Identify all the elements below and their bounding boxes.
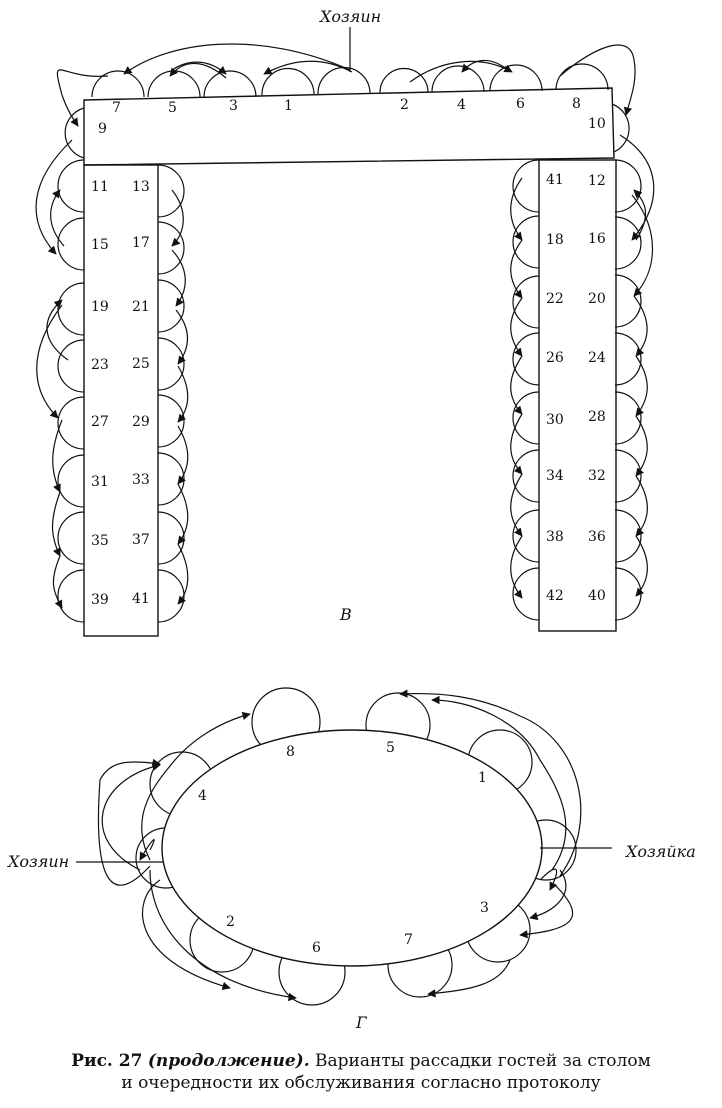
- seat-number: 31: [91, 474, 109, 490]
- seat-number: 18: [546, 232, 564, 248]
- top-seat-numbers: 7 5 3 1 2 4 6 8 9 10: [98, 96, 606, 137]
- seat-number: 23: [91, 357, 109, 373]
- seat-number: 34: [546, 468, 564, 484]
- caption-fig-number: Рис. 27: [71, 1051, 143, 1071]
- seat-number: 7: [112, 100, 121, 116]
- seat-number: 29: [132, 414, 150, 430]
- seat-number: 6: [516, 96, 525, 112]
- arrows-right-b: [510, 134, 655, 599]
- seat-number: 26: [546, 350, 564, 366]
- seat-number: 4: [457, 97, 466, 113]
- seat-number: 9: [98, 121, 107, 137]
- oval-table: [161, 729, 543, 967]
- seat-number: 24: [588, 350, 606, 366]
- seat-number: 33: [132, 472, 150, 488]
- seat-number: 40: [588, 588, 606, 604]
- table-b: [83, 87, 617, 637]
- diagram-g: Хозяин Хозяйка 8 5 1 4 3 2 6 7: [6, 687, 696, 1032]
- seat-number: 2: [226, 914, 235, 930]
- seat-number: 25: [132, 356, 150, 372]
- host-label-g: Хозяин: [6, 852, 69, 871]
- seat-number: 17: [132, 235, 150, 251]
- seat-number: 5: [386, 740, 395, 756]
- seat-number: 30: [546, 412, 564, 428]
- seat-number: 3: [480, 900, 489, 916]
- seat-number: 8: [572, 96, 581, 112]
- seat-number: 32: [588, 468, 606, 484]
- seat-number: 20: [588, 291, 606, 307]
- seat-number: 11: [91, 179, 109, 195]
- seat-number: 41: [132, 591, 150, 607]
- seat-number: 2: [400, 97, 409, 113]
- caption-line-1: Рис. 27 (продолжение). Варианты рассадки…: [0, 1050, 722, 1072]
- seat-number: 1: [478, 770, 487, 786]
- seat-number: 35: [91, 533, 109, 549]
- seat-number: 42: [546, 588, 564, 604]
- arrows-left-b: [35, 139, 189, 609]
- top-seat-circles: [64, 63, 630, 159]
- oval-seat-numbers: 8 5 1 4 3 2 6 7: [198, 740, 489, 956]
- seat-number: 27: [91, 414, 109, 430]
- host-label-b: Хозяин: [318, 7, 381, 26]
- seat-number: 12: [588, 173, 606, 189]
- right-seat-numbers: 41 12 18 16 22 20 26 24 30 28 34 32 38 3…: [546, 172, 606, 604]
- figure-caption: Рис. 27 (продолжение). Варианты рассадки…: [0, 1050, 722, 1094]
- seat-number: 22: [546, 291, 564, 307]
- seat-number: 5: [168, 100, 177, 116]
- seat-number: 16: [588, 231, 606, 247]
- seat-number: 36: [588, 529, 606, 545]
- caption-continuation: (продолжение).: [147, 1051, 310, 1071]
- right-inner-circles: [512, 159, 540, 621]
- seat-number: 1: [284, 98, 293, 114]
- panel-label-b: В: [339, 605, 352, 624]
- seat-number: 13: [132, 179, 150, 195]
- seat-number: 39: [91, 592, 109, 608]
- arrows-top-b: [56, 43, 636, 127]
- diagram-b: Хозяин: [35, 7, 655, 637]
- seat-number: 6: [312, 940, 321, 956]
- seat-number: 7: [404, 932, 413, 948]
- seat-number: 21: [132, 299, 150, 315]
- left-outer-circles: [57, 159, 85, 623]
- seat-number: 28: [588, 409, 606, 425]
- seat-number: 15: [91, 237, 109, 253]
- caption-text-2: и очередности их обслуживания согласно п…: [121, 1073, 601, 1093]
- caption-text-1: Варианты рассадки гостей за столом: [315, 1051, 651, 1071]
- arrows-g: [97, 689, 582, 1002]
- seat-number: 37: [132, 532, 150, 548]
- left-seat-numbers: 11 13 15 17 19 21 23 25 27 29 31 33 35 3…: [91, 179, 150, 608]
- seat-number: 8: [286, 744, 295, 760]
- seat-number: 41: [546, 172, 564, 188]
- hostess-label-g: Хозяйка: [624, 842, 696, 861]
- panel-label-g: Г: [355, 1013, 368, 1032]
- seat-number: 38: [546, 529, 564, 545]
- seat-number: 19: [91, 299, 109, 315]
- right-outer-circles: [614, 159, 642, 621]
- seat-number: 4: [198, 788, 207, 804]
- seat-number: 10: [588, 116, 606, 132]
- seat-number: 3: [229, 98, 238, 114]
